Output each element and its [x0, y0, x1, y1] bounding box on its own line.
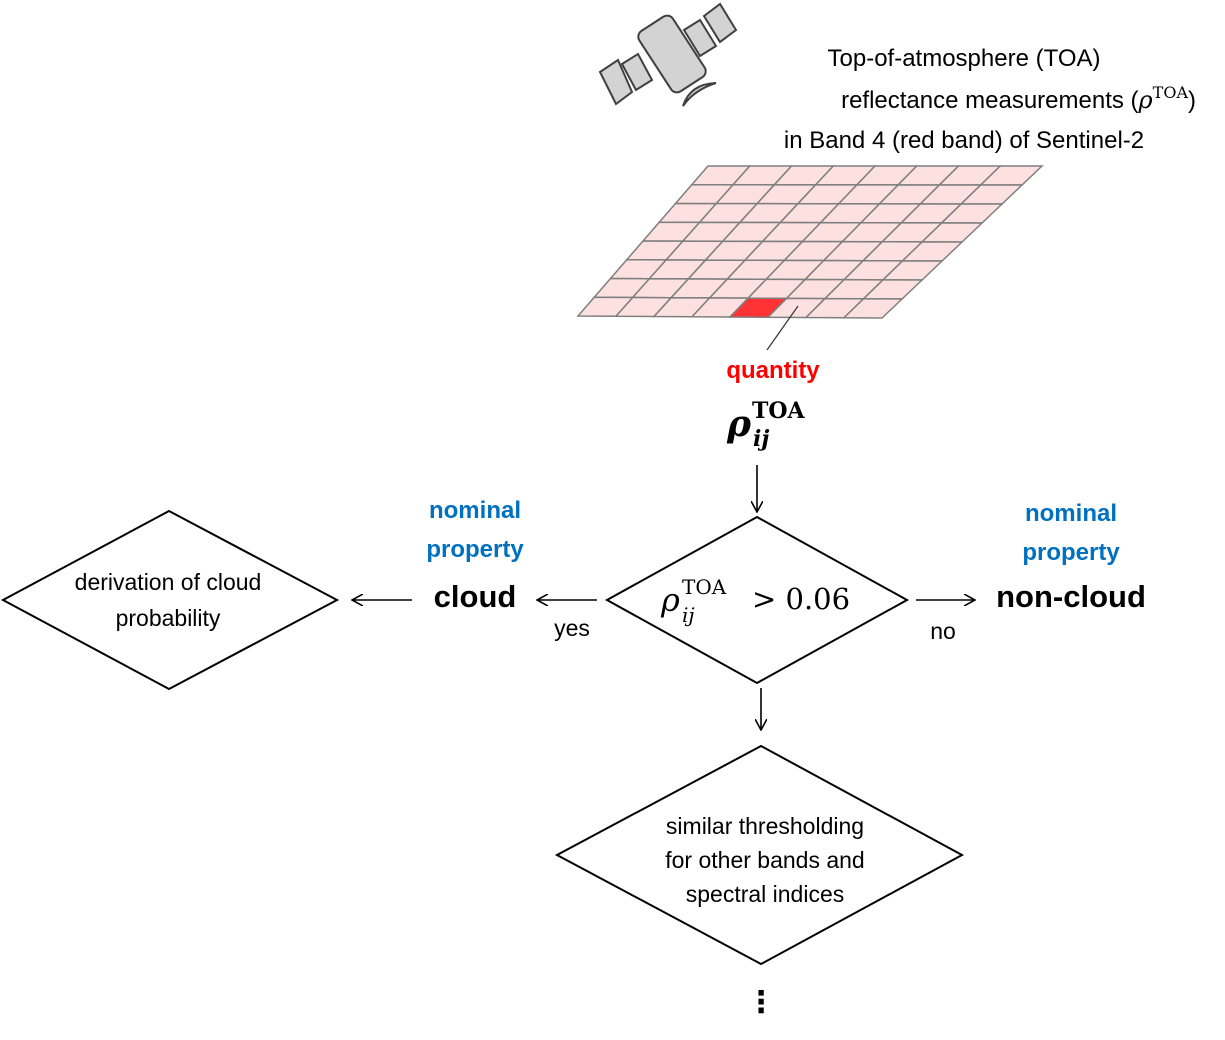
header-line-2: reflectance measurements (ρTOA): [841, 83, 1196, 114]
yes-label: yes: [554, 615, 590, 641]
quantity-label: quantity: [726, 357, 820, 384]
grid-cell: [842, 298, 904, 319]
satellite-body: [637, 14, 707, 94]
derivation-diamond: [0, 509, 340, 691]
quantity-superscript: TOA: [752, 398, 806, 424]
header-rho: ρ: [1138, 86, 1153, 114]
satellite-dish: [682, 82, 717, 107]
thresholding-diamond: [554, 744, 965, 966]
header-caption: Top-of-atmosphere (TOA) reflectance meas…: [784, 45, 1196, 154]
continuation-dots: ⋮: [746, 985, 776, 1020]
left-nominal-label: nominal: [429, 497, 521, 524]
satellite-left-panel-inner: [620, 52, 654, 92]
derivation-line-2: probability: [116, 605, 221, 631]
satellite-icon: [598, 2, 738, 107]
thresholding-line-3: spectral indices: [686, 881, 845, 907]
decision-condition: ρ TOA ij > 0.06: [660, 575, 850, 627]
header-line-1: Top-of-atmosphere (TOA): [828, 45, 1101, 72]
decision-operator: > 0.06: [752, 582, 850, 616]
header-line-2-text: reflectance measurements (: [841, 87, 1138, 114]
right-property-label: property: [1022, 539, 1120, 566]
quantity-rho: ρ: [726, 403, 752, 445]
satellite-left-panel-outer: [598, 58, 634, 106]
header-line-3: in Band 4 (red band) of Sentinel-2: [784, 127, 1144, 154]
satellite-right-panel-outer: [702, 2, 738, 44]
thresholding-line-2: for other bands and: [665, 847, 864, 873]
quantity-symbol: ρ TOA ij: [726, 398, 806, 452]
right-nominal-label: nominal: [1025, 500, 1117, 527]
satellite-right-panel-inner: [682, 18, 718, 58]
decision-rho: ρ: [660, 581, 680, 619]
noncloud-result: non-cloud: [996, 579, 1146, 614]
decision-subscript: ij: [682, 603, 695, 627]
decision-diamond: [604, 515, 910, 685]
cloud-result: cloud: [434, 579, 517, 614]
header-toa-sup: TOA: [1153, 83, 1189, 102]
thresholding-line-1: similar thresholding: [666, 813, 864, 839]
header-close-paren: ): [1188, 87, 1196, 114]
reflectance-grid: [576, 165, 1044, 319]
pixel-leader-line: [766, 305, 799, 351]
quantity-subscript: ij: [753, 426, 769, 452]
decision-superscript: TOA: [682, 575, 727, 599]
no-label: no: [930, 618, 956, 644]
left-property-label: property: [426, 536, 524, 563]
derivation-line-1: derivation of cloud: [75, 569, 262, 595]
